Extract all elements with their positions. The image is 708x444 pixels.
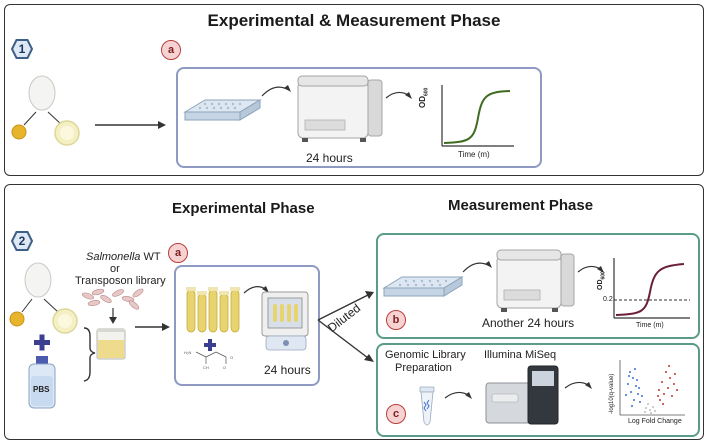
- strain-label: Salmonella WT: [86, 251, 161, 263]
- prep-label-line1: Genomic Library: [385, 349, 466, 361]
- hexagon-shape-2: [10, 231, 34, 251]
- top-duration-label: 24 hours: [306, 151, 353, 165]
- step-1-number: 1: [18, 42, 26, 56]
- top-panel-title: Experimental & Measurement Phase: [207, 11, 501, 30]
- step-1-hexagon: 1: [10, 39, 34, 59]
- experimental-phase-title: Experimental Phase: [172, 200, 315, 217]
- measurement-phase-title: Measurement Phase: [448, 197, 594, 214]
- svg-text:H₂N: H₂N: [184, 350, 191, 355]
- box-b-chart-xlabel: Time (m): [636, 322, 664, 329]
- volcano-xlabel: Log Fold Change: [628, 418, 682, 425]
- hexagon-shape: [10, 39, 34, 59]
- pbs-label: PBS: [33, 385, 50, 394]
- prep-label-line2: Preparation: [395, 362, 452, 374]
- volcano-ylabel: -log10(q-value): [609, 373, 615, 414]
- library-label: Transposon library: [75, 275, 166, 287]
- sub-label-c: c: [386, 404, 406, 424]
- amino-acid-structure: [195, 351, 227, 364]
- top-chart-xlabel: Time (m): [458, 150, 490, 159]
- sub-label-a-bottom: a: [168, 243, 188, 263]
- box-b-threshold-label: 0.2: [603, 296, 613, 303]
- yolk-icon: [9, 311, 25, 327]
- sub-label-a-top: a: [161, 40, 181, 60]
- strain-italic: Salmonella: [86, 251, 141, 263]
- sequencer-label: Illumina MiSeq: [484, 349, 557, 361]
- growth-curve-chart: [441, 85, 514, 147]
- strain-rest: WT: [140, 251, 161, 263]
- egg-icon: [24, 262, 52, 298]
- sequencer-icon: [485, 365, 559, 425]
- step-2-hexagon: 2: [10, 231, 34, 251]
- beaker-icon: [96, 328, 126, 360]
- plate-reader-icon: [297, 75, 383, 142]
- bacteria-icon: [81, 288, 144, 310]
- incubator-icon: [261, 291, 309, 351]
- or-label: or: [110, 263, 120, 275]
- exp-duration-label: 24 hours: [264, 363, 311, 377]
- volcano-plot: [619, 360, 685, 416]
- egg-icon: [28, 75, 56, 111]
- microtube-icon: [419, 386, 435, 426]
- plus-icon: [34, 334, 50, 351]
- step-2-number: 2: [18, 234, 26, 248]
- microplate-icon: [382, 276, 464, 297]
- yolk-icon: [11, 124, 27, 140]
- od-threshold-chart: [613, 258, 690, 319]
- svg-text:CH: CH: [203, 365, 209, 370]
- sub-label-b: b: [386, 310, 406, 330]
- box-b-caption: Another 24 hours: [482, 316, 575, 330]
- microplate-icon: [183, 99, 262, 121]
- svg-text:O: O: [230, 355, 233, 360]
- pbs-bottle-icon: [28, 356, 56, 409]
- plate-reader-icon: [496, 249, 575, 312]
- test-tubes-icon: [186, 287, 240, 333]
- svg-text:O: O: [223, 365, 226, 370]
